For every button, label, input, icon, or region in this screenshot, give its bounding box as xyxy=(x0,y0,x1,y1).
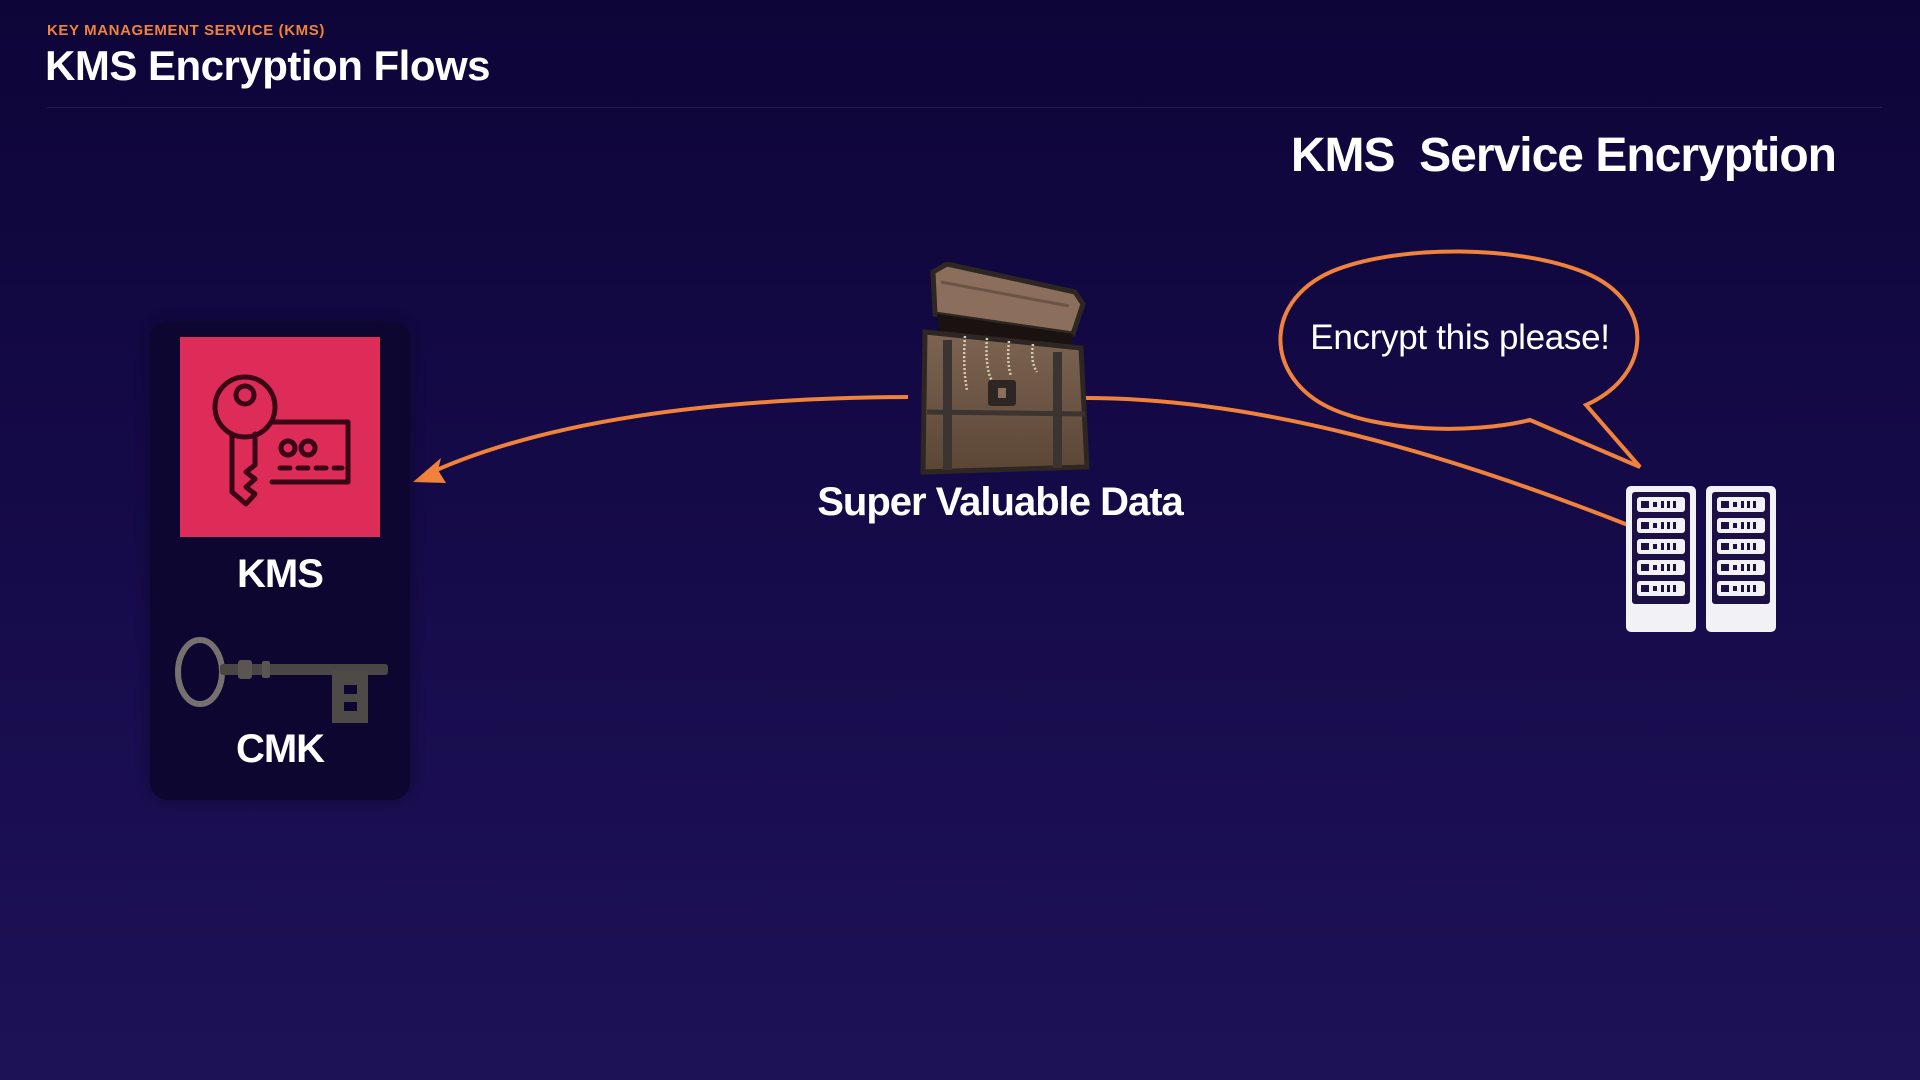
server-rack-icon xyxy=(1626,486,1776,632)
data-label: Super Valuable Data xyxy=(817,480,1184,524)
kms-label: KMS xyxy=(237,552,324,596)
header-divider xyxy=(47,107,1882,108)
arrow-server-to-chest xyxy=(1084,396,1629,527)
section-eyebrow: KEY MANAGEMENT SERVICE (KMS) xyxy=(47,22,325,39)
kms-service-tile xyxy=(180,337,380,537)
cmk-label: CMK xyxy=(235,727,325,771)
cmk-key-icon xyxy=(175,637,388,723)
treasure-chest-icon xyxy=(920,262,1090,475)
section-title: KMS Service Encryption xyxy=(1290,129,1837,182)
speech-bubble-text: Encrypt this please! xyxy=(1310,318,1610,357)
speech-bubble xyxy=(1278,249,1642,469)
arrow-head-kms xyxy=(413,458,446,483)
arrow-chest-to-kms xyxy=(431,395,909,474)
kms-key-icon xyxy=(212,374,351,507)
kms-panel: KMS CMK xyxy=(150,322,410,800)
page-title: KMS Encryption Flows xyxy=(45,42,491,89)
